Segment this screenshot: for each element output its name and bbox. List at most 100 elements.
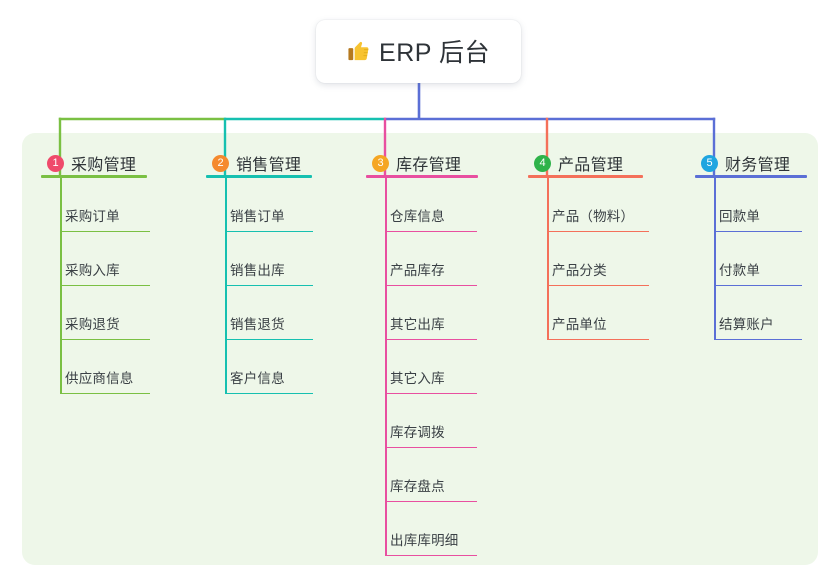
item-label: 产品单位 bbox=[552, 317, 607, 332]
group-items-3: 仓库信息产品库存其它出库其它入库库存调拨库存盘点出库库明细 bbox=[366, 178, 478, 556]
group-title-2: 销售管理 bbox=[236, 157, 302, 174]
item-underline bbox=[547, 284, 649, 286]
item-connector bbox=[714, 232, 716, 286]
group-badge-4: 4 bbox=[534, 154, 551, 172]
group-items-1: 采购订单采购入库采购退货供应商信息 bbox=[41, 178, 150, 394]
list-item[interactable]: 产品库存 bbox=[366, 232, 478, 286]
item-label: 采购退货 bbox=[65, 317, 120, 332]
item-connector bbox=[547, 232, 549, 286]
item-connector bbox=[225, 178, 227, 232]
item-underline bbox=[547, 338, 649, 340]
list-item[interactable]: 库存调拨 bbox=[366, 394, 478, 448]
item-connector bbox=[547, 286, 549, 340]
item-underline bbox=[385, 284, 477, 286]
list-item[interactable]: 采购订单 bbox=[41, 178, 150, 232]
item-underline bbox=[385, 446, 477, 448]
list-item[interactable]: 销售订单 bbox=[206, 178, 313, 232]
group-header-2[interactable]: 2 销售管理 bbox=[206, 148, 312, 178]
item-label: 销售出库 bbox=[230, 263, 285, 278]
item-connector bbox=[385, 448, 387, 502]
item-label: 供应商信息 bbox=[65, 371, 134, 386]
list-item[interactable]: 销售出库 bbox=[206, 232, 313, 286]
item-connector bbox=[547, 178, 549, 232]
item-connector bbox=[225, 232, 227, 286]
group-badge-5: 5 bbox=[701, 154, 718, 172]
item-connector bbox=[714, 178, 716, 232]
item-connector bbox=[385, 232, 387, 286]
list-item[interactable]: 回款单 bbox=[695, 178, 807, 232]
list-item[interactable]: 库存盘点 bbox=[366, 448, 478, 502]
group-underline-3 bbox=[366, 175, 478, 178]
item-label: 库存盘点 bbox=[390, 479, 445, 494]
group-title-4: 产品管理 bbox=[558, 157, 624, 174]
group-items-2: 销售订单销售出库销售退货客户信息 bbox=[206, 178, 313, 394]
list-item[interactable]: 产品（物料） bbox=[528, 178, 649, 232]
list-item[interactable]: 仓库信息 bbox=[366, 178, 478, 232]
item-label: 其它入库 bbox=[390, 371, 445, 386]
list-item[interactable]: 结算账户 bbox=[695, 286, 807, 340]
item-underline bbox=[714, 338, 802, 340]
item-label: 付款单 bbox=[719, 263, 761, 278]
list-item[interactable]: 付款单 bbox=[695, 232, 807, 286]
item-connector bbox=[385, 286, 387, 340]
group-column-5: 5 财务管理回款单付款单结算账户 bbox=[695, 148, 807, 340]
item-connector bbox=[60, 232, 62, 286]
list-item[interactable]: 产品分类 bbox=[528, 232, 649, 286]
item-label: 结算账户 bbox=[719, 317, 774, 332]
list-item[interactable]: 客户信息 bbox=[206, 340, 313, 394]
group-badge-3: 3 bbox=[372, 154, 389, 172]
item-underline bbox=[714, 230, 802, 232]
item-underline bbox=[225, 284, 313, 286]
list-item[interactable]: 产品单位 bbox=[528, 286, 649, 340]
item-underline bbox=[714, 284, 802, 286]
item-underline bbox=[225, 392, 313, 394]
group-header-4[interactable]: 4 产品管理 bbox=[528, 148, 643, 178]
item-connector bbox=[60, 178, 62, 232]
group-badge-1: 1 bbox=[47, 154, 64, 172]
root-node[interactable]: ERP 后台 bbox=[316, 20, 521, 83]
item-label: 仓库信息 bbox=[390, 209, 445, 224]
group-items-4: 产品（物料） 产品分类产品单位 bbox=[528, 178, 649, 340]
group-underline-4 bbox=[528, 175, 643, 178]
group-header-5[interactable]: 5 财务管理 bbox=[695, 148, 807, 178]
item-label: 回款单 bbox=[719, 209, 761, 224]
root-node-content: ERP 后台 bbox=[347, 33, 490, 69]
list-item[interactable]: 出库库明细 bbox=[366, 502, 478, 556]
item-connector bbox=[385, 502, 387, 556]
group-underline-2 bbox=[206, 175, 312, 178]
item-underline bbox=[60, 392, 150, 394]
item-connector bbox=[714, 286, 716, 340]
root-node-title: ERP 后台 bbox=[379, 38, 490, 67]
item-underline bbox=[225, 338, 313, 340]
item-underline bbox=[385, 392, 477, 394]
group-column-4: 4 产品管理产品（物料） 产品分类产品单位 bbox=[528, 148, 649, 340]
item-connector bbox=[385, 178, 387, 232]
item-label: 产品（物料） bbox=[552, 209, 635, 224]
item-label: 出库库明细 bbox=[390, 533, 459, 548]
item-connector bbox=[60, 340, 62, 394]
diagram-panel bbox=[22, 133, 818, 565]
list-item[interactable]: 其它出库 bbox=[366, 286, 478, 340]
item-connector bbox=[385, 394, 387, 448]
group-badge-2: 2 bbox=[212, 154, 229, 172]
list-item[interactable]: 供应商信息 bbox=[41, 340, 150, 394]
list-item[interactable]: 销售退货 bbox=[206, 286, 313, 340]
item-connector bbox=[385, 340, 387, 394]
item-connector bbox=[225, 340, 227, 394]
thumbs-up-icon bbox=[348, 41, 369, 61]
list-item[interactable]: 采购入库 bbox=[41, 232, 150, 286]
group-column-2: 2 销售管理销售订单销售出库销售退货客户信息 bbox=[206, 148, 313, 394]
item-label: 采购订单 bbox=[65, 209, 120, 224]
list-item[interactable]: 其它入库 bbox=[366, 340, 478, 394]
item-connector bbox=[225, 286, 227, 340]
item-label: 客户信息 bbox=[230, 371, 285, 386]
group-title-5: 财务管理 bbox=[725, 157, 791, 174]
list-item[interactable]: 采购退货 bbox=[41, 286, 150, 340]
item-underline bbox=[385, 338, 477, 340]
group-underline-5 bbox=[695, 175, 807, 178]
item-label: 其它出库 bbox=[390, 317, 445, 332]
